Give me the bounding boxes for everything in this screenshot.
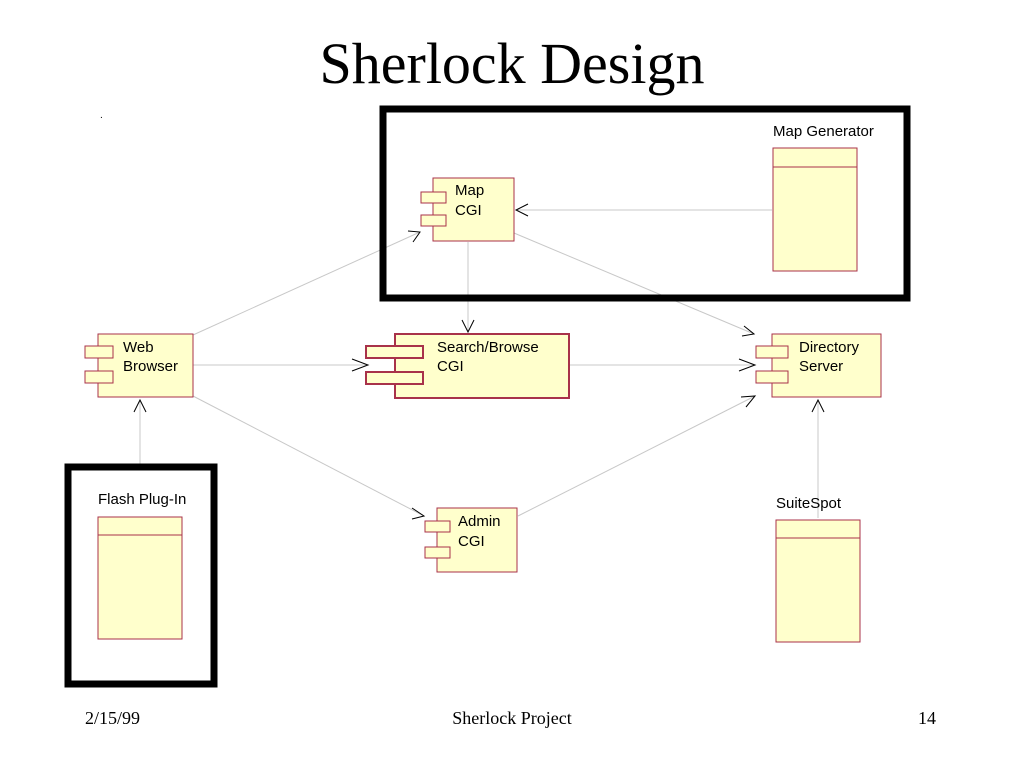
- flash-plugin-label: Flash Plug-In: [98, 491, 186, 508]
- map-generator-label: Map Generator: [773, 123, 874, 140]
- suitespot-box: [775, 519, 861, 643]
- arrowhead-search: [351, 358, 370, 372]
- flash-plugin-frame: [64, 463, 218, 688]
- directory-server-label-line1: Directory: [799, 339, 860, 356]
- arrowhead-directory-top: [741, 325, 756, 337]
- stray-mark: .: [100, 110, 103, 121]
- web-browser-component: Web Browser: [84, 333, 194, 398]
- map-generator-box: [772, 147, 858, 272]
- directory-server-component: Directory Server: [755, 333, 882, 398]
- arrowhead-directory-suitespot: [811, 398, 825, 413]
- search-browse-label-line1: Search/Browse: [437, 339, 539, 356]
- arrowhead-search-top: [461, 319, 475, 334]
- arrowhead-admin: [411, 507, 426, 520]
- map-generator-frame: [379, 105, 911, 302]
- arrowhead-mapcgi: [514, 203, 529, 217]
- directory-server-label-line2: Server: [799, 358, 843, 375]
- connector-browser-to-admin: [192, 395, 425, 517]
- admin-cgi-label-line2: CGI: [458, 533, 485, 550]
- suitespot-label: SuiteSpot: [776, 495, 842, 512]
- arrowheads: [133, 203, 825, 520]
- map-cgi-component: Map CGI: [420, 177, 515, 242]
- footer-date: 2/15/99: [85, 708, 141, 728]
- slide-title: Sherlock Design: [319, 31, 705, 96]
- arrowhead-directory-left: [738, 358, 757, 372]
- connector-admin-to-directory: [517, 395, 756, 517]
- web-browser-label-line1: Web: [123, 339, 154, 356]
- footer-project: Sherlock Project: [452, 708, 572, 728]
- search-browse-cgi-component: Search/Browse CGI: [365, 333, 570, 399]
- arrowhead-mapcgi-browser: [407, 230, 421, 243]
- connector-mapcgi-to-directory: [513, 232, 755, 335]
- arrowhead-directory-bottom: [740, 395, 757, 408]
- map-cgi-label-line1: Map: [455, 182, 484, 199]
- flash-plugin-box: [97, 516, 183, 640]
- arrowhead-browser: [133, 398, 147, 413]
- admin-cgi-component: Admin CGI: [424, 507, 518, 573]
- web-browser-label-line2: Browser: [123, 358, 178, 375]
- map-cgi-label-line2: CGI: [455, 202, 482, 219]
- admin-cgi-label-line1: Admin: [458, 513, 501, 530]
- search-browse-label-line2: CGI: [437, 358, 464, 375]
- footer-page-number: 14: [918, 708, 936, 728]
